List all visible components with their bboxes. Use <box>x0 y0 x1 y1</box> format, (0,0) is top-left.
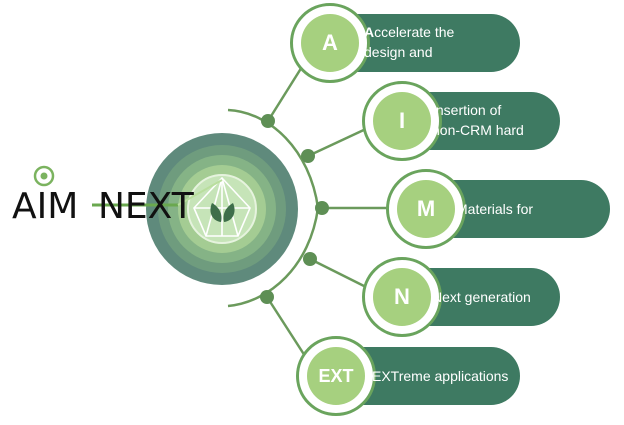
item-accelerate: A Accelerate the design and <box>290 3 520 83</box>
connector-i <box>307 126 369 158</box>
item-next-generation: N Next generation <box>362 257 560 337</box>
item-extreme: EXT EXTreme applications <box>296 336 520 416</box>
item-next-generation-text: Next generation <box>432 287 531 307</box>
connector-dot-ext <box>260 290 274 304</box>
item-insertion: I Insertion of non-CRM hard <box>362 81 560 161</box>
item-extreme-text-line1: EXTreme applications <box>372 368 509 384</box>
item-materials: M Materials for <box>386 169 610 249</box>
outer-arc-bottom <box>227 207 320 308</box>
connector-ext <box>265 296 307 357</box>
connector-a <box>266 61 307 122</box>
item-accelerate-text-rest: ccelerate the <box>374 24 455 40</box>
logo-strike-line-extension <box>177 179 223 206</box>
item-insertion-text: Insertion of non-CRM hard <box>432 100 524 140</box>
item-accelerate-text: Accelerate the design and <box>364 22 454 62</box>
connector-n <box>309 257 369 290</box>
target-icon <box>33 165 55 187</box>
item-next-generation-badge: N <box>373 268 431 326</box>
logo-word-next: NEXT <box>98 186 194 227</box>
connector-dot-n <box>303 252 317 266</box>
item-extreme-text: EXTreme applications <box>372 366 508 386</box>
connector-dot-a <box>261 114 275 128</box>
leaf-icon <box>210 203 235 222</box>
outer-arc-top <box>227 108 320 209</box>
item-accelerate-text-line2: design and <box>364 44 433 60</box>
item-insertion-text-line1: Insertion of <box>432 102 502 118</box>
item-materials-text-line1: Materials for <box>456 201 534 217</box>
item-insertion-text-line2: non-CRM hard <box>432 122 524 138</box>
connector-dot-i <box>301 149 315 163</box>
item-accelerate-initial: A <box>364 24 375 40</box>
item-insertion-badge: I <box>373 92 431 150</box>
item-next-generation-text-line1: Next generation <box>432 289 531 305</box>
connector-dot-m <box>315 201 329 215</box>
item-materials-badge: M <box>397 180 455 238</box>
logo-word-aim: AIM <box>12 186 79 227</box>
item-accelerate-badge: A <box>301 14 359 72</box>
item-extreme-badge: EXT <box>307 347 365 405</box>
item-materials-text: Materials for <box>456 199 533 219</box>
